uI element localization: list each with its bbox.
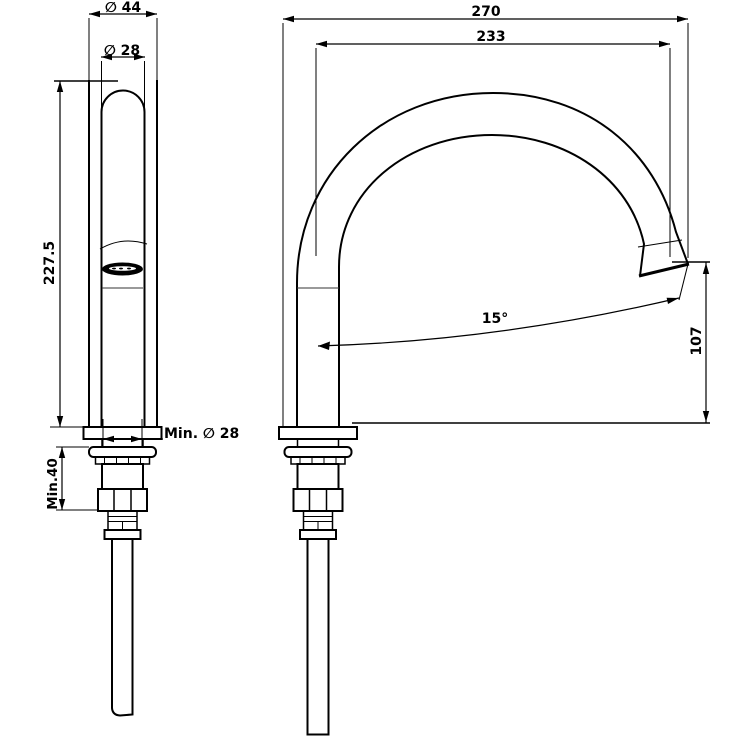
- front-view-body-outline: [88, 18, 158, 427]
- dim-spout-reach: 233: [315, 29, 671, 257]
- dim-min-thickness: Min.40: [45, 446, 98, 511]
- front-view-aerator: [102, 262, 143, 276]
- side-view-spout-outline: [296, 91, 690, 427]
- front-view-base: [82, 426, 163, 717]
- dim-outlet-angle: 15°: [317, 297, 680, 350]
- dim-spout-diameter-label: ∅ 28: [104, 43, 140, 59]
- dim-height-label: 227.5: [42, 241, 58, 285]
- dim-outer-diameter-label: ∅ 44: [105, 0, 142, 16]
- side-view-base: [278, 426, 358, 736]
- dim-outlet-height-label: 107: [689, 326, 705, 355]
- dim-spout-reach-label: 233: [476, 29, 505, 45]
- dim-spout-diameter: ∅ 28: [101, 43, 145, 61]
- dim-outer-diameter: ∅ 44: [89, 0, 157, 18]
- dim-outlet-height: 107: [672, 261, 710, 423]
- dim-overall-reach: 270: [282, 4, 689, 427]
- dim-min-thickness-label: Min.40: [45, 458, 61, 510]
- dim-min-hole: Min. ∅ 28: [102, 419, 239, 447]
- side-view: 270 233 15° 107: [278, 4, 710, 736]
- dim-overall-reach-label: 270: [471, 4, 500, 20]
- front-view: ∅ 44 ∅ 28 227.5 Min. ∅ 28: [42, 0, 239, 717]
- dim-outlet-angle-label: 15°: [482, 311, 508, 327]
- dim-height: 227.5: [42, 80, 118, 428]
- dim-min-hole-label: Min. ∅ 28: [164, 426, 239, 442]
